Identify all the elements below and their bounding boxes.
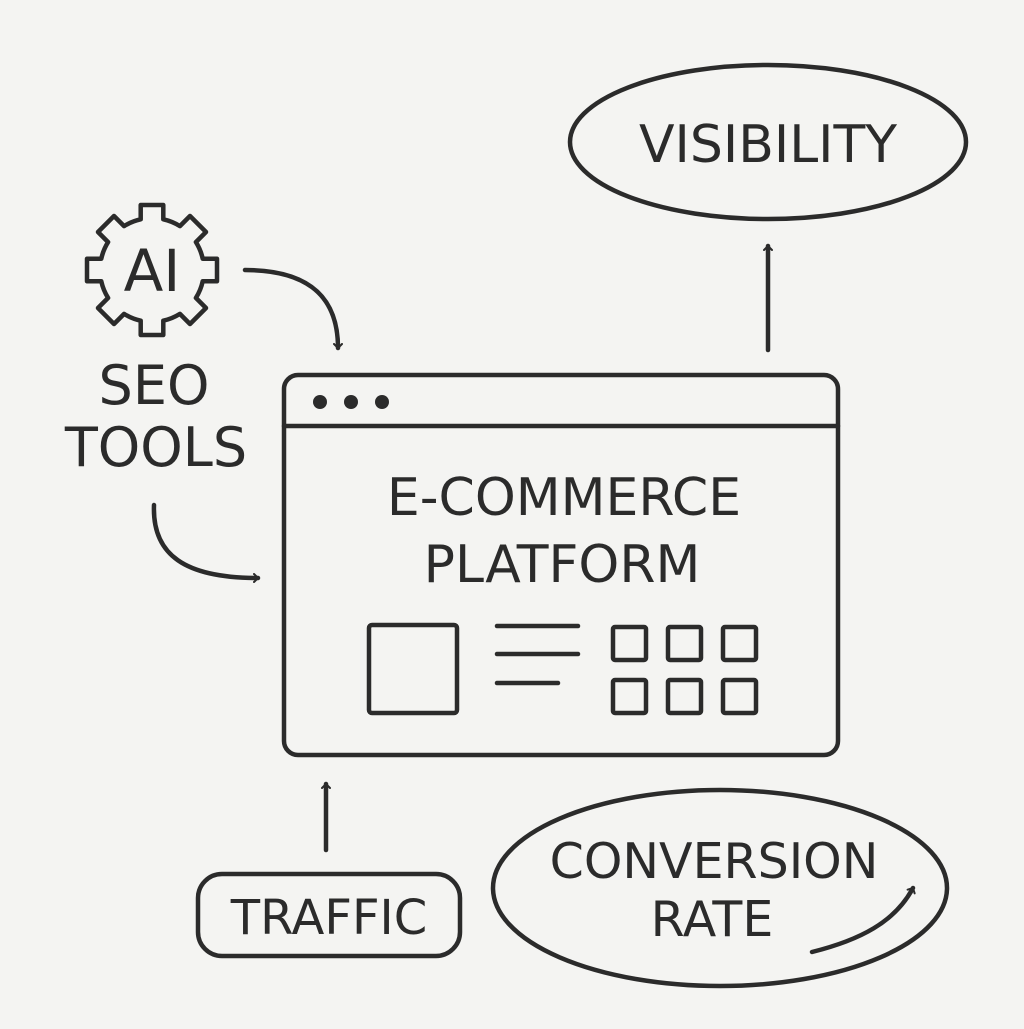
text-lines-icon bbox=[494, 623, 581, 686]
platform-window bbox=[281, 372, 841, 758]
window-dots-icon bbox=[313, 395, 389, 409]
seo-tools-label-line1: SEO bbox=[99, 354, 210, 417]
arrow-ai-to-platform bbox=[242, 267, 343, 351]
image-placeholder-icon bbox=[366, 622, 460, 716]
trend-up-arrow-icon bbox=[809, 885, 916, 955]
platform-label-line1: E-COMMERCE bbox=[387, 468, 741, 528]
visibility-label: VISIBILITY bbox=[639, 115, 897, 175]
conversion-ellipse bbox=[490, 787, 950, 989]
gear-icon bbox=[84, 202, 220, 338]
ai-label: AI bbox=[124, 237, 181, 305]
traffic-label: TRAFFIC bbox=[230, 890, 427, 946]
visibility-ellipse bbox=[567, 62, 969, 222]
platform-label-line2: PLATFORM bbox=[424, 535, 701, 595]
product-grid-icon bbox=[610, 624, 759, 716]
conversion-label-line1: CONVERSION bbox=[550, 833, 879, 890]
traffic-box bbox=[195, 871, 463, 959]
seo-tools-label-line2: TOOLS bbox=[64, 416, 247, 479]
conversion-label-line2: RATE bbox=[651, 891, 774, 948]
arrow-seo-to-platform bbox=[151, 502, 261, 583]
